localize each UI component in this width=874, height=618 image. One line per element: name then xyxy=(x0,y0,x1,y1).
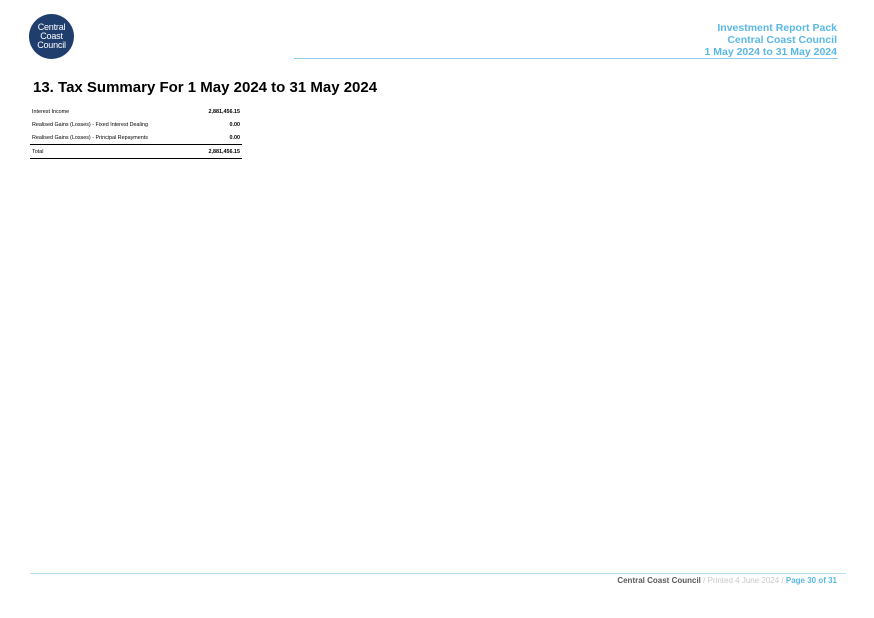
total-label: Total xyxy=(30,144,194,159)
header-divider xyxy=(294,58,838,59)
header-organization: Central Coast Council xyxy=(727,34,837,46)
page-footer: Central Coast Council / Printed 4 June 2… xyxy=(617,576,837,586)
table-row: Interest Income 2,881,456.15 xyxy=(30,105,242,118)
logo-line-1: Central xyxy=(37,22,66,32)
row-value: 0.00 xyxy=(229,121,241,128)
header-report-name: Investment Report Pack xyxy=(717,22,837,34)
logo-line-3: Council xyxy=(37,40,66,50)
page-title: 13. Tax Summary For 1 May 2024 to 31 May… xyxy=(33,79,378,96)
header-period: 1 May 2024 to 31 May 2024 xyxy=(704,46,837,58)
footer-separator: / xyxy=(700,576,708,585)
table-row: Realised Gains (Losses) - Principal Repa… xyxy=(30,131,242,145)
row-label: Realised Gains (Losses) - Principal Repa… xyxy=(32,134,148,141)
council-logo: Central Coast Council xyxy=(29,14,74,59)
report-header: Investment Report Pack Central Coast Cou… xyxy=(704,22,837,58)
footer-separator: / xyxy=(779,576,786,585)
footer-divider xyxy=(30,573,846,574)
footer-page-number: Page 30 of 31 xyxy=(785,576,837,585)
footer-printed-date: Printed 4 June 2024 xyxy=(707,576,780,585)
logo-line-2: Coast xyxy=(40,31,63,41)
row-label: Realised Gains (Losses) - Fixed Interest… xyxy=(32,121,148,128)
total-row: Total 2,881,456.15 xyxy=(30,144,242,159)
row-label: Interest Income xyxy=(32,108,70,115)
row-value: 2,881,456.15 xyxy=(208,108,240,115)
table-row: Realised Gains (Losses) - Fixed Interest… xyxy=(30,118,242,131)
row-value: 0.00 xyxy=(229,134,241,141)
footer-organization: Central Coast Council xyxy=(617,576,701,585)
tax-summary-table: Interest Income 2,881,456.15 Realised Ga… xyxy=(30,105,242,159)
total-value: 2,881,456.15 xyxy=(193,144,242,159)
